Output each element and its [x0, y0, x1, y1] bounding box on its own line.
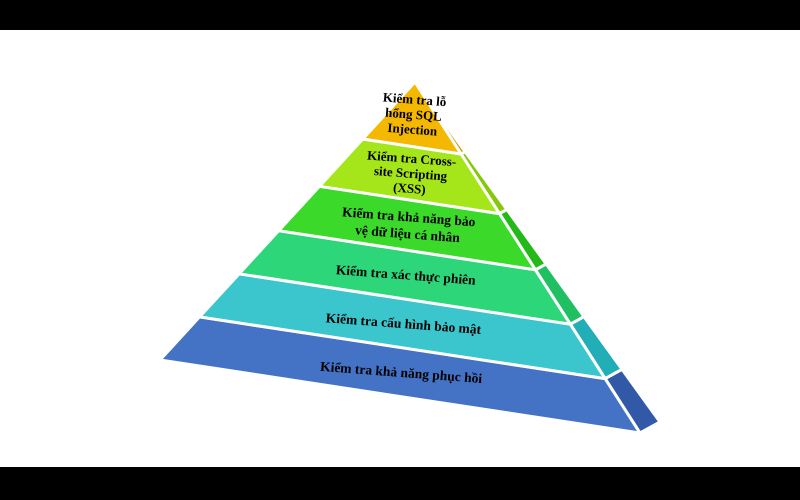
pyramid-level-1-front-face [361, 80, 463, 156]
pyramid-level-2: Kiểm tra Cross-site Scripting(XSS) [317, 137, 509, 216]
pyramid-level-2-label-line-1: Kiểm tra Cross- [367, 148, 457, 170]
pyramid-level-2-label-line-3: (XSS) [393, 180, 427, 197]
pyramid-level-4: Kiểm tra xác thực phiên [237, 229, 586, 326]
pyramid-level-2-label: Kiểm tra Cross-site Scripting(XSS) [364, 148, 456, 200]
pyramid-level-1-label: Kiểm tra lỗhổng SQLInjection [380, 89, 447, 139]
pyramid-level-6: Kiểm tra khả năng phục hồi [158, 315, 662, 435]
pyramid-level-5: Kiểm tra cấu hình bảo mật [198, 272, 624, 381]
pyramid-level-2-label-line-2: site Scripting [373, 163, 448, 184]
pyramid-level-1-label-line-1: Kiểm tra lỗ [382, 89, 446, 109]
pyramid-level-1: Kiểm tra lỗhổng SQLInjection [361, 80, 467, 156]
pyramid-level-1-label-line-3: Injection [387, 120, 439, 139]
pyramid-level-1-label-line-2: hổng SQL [385, 105, 443, 124]
